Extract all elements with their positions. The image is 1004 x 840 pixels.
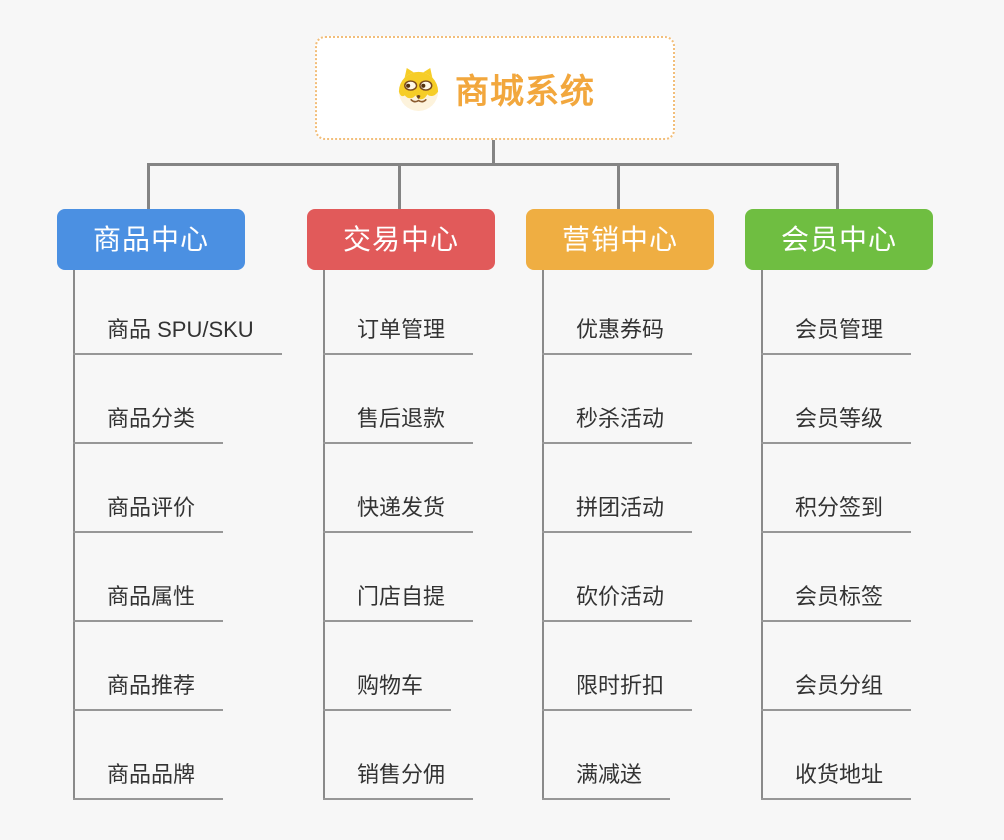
leaf-node[interactable]: 门店自提 — [323, 582, 474, 622]
branch-node-marketing-center[interactable]: 营销中心 — [526, 209, 714, 270]
leaf-node[interactable]: 订单管理 — [323, 315, 474, 355]
root-node[interactable]: 商城系统 — [315, 36, 675, 140]
trunk-trade-center — [323, 268, 325, 800]
root-title: 商城系统 — [455, 72, 595, 111]
branch-node-product-center[interactable]: 商品中心 — [57, 209, 245, 270]
branch-node-trade-center[interactable]: 交易中心 — [307, 209, 495, 270]
leaf-node[interactable]: 优惠券码 — [542, 315, 693, 355]
leaf-node[interactable]: 商品评价 — [73, 493, 224, 533]
doge-icon — [398, 67, 439, 111]
connector-dropper-3 — [617, 163, 620, 212]
leaf-node[interactable]: 会员等级 — [761, 404, 912, 444]
leaf-node[interactable]: 会员标签 — [761, 582, 912, 622]
leaf-node[interactable]: 商品 SPU/SKU — [73, 315, 282, 355]
leaf-node[interactable]: 商品属性 — [73, 582, 224, 622]
leaf-node[interactable]: 积分签到 — [761, 493, 912, 533]
leaf-node[interactable]: 拼团活动 — [542, 493, 693, 533]
leaf-node[interactable]: 收货地址 — [761, 760, 912, 800]
leaf-node[interactable]: 售后退款 — [323, 404, 474, 444]
leaf-node[interactable]: 商品品牌 — [73, 760, 224, 800]
leaf-node[interactable]: 商品分类 — [73, 404, 224, 444]
trunk-product-center — [73, 268, 75, 800]
trunk-marketing-center — [542, 268, 544, 800]
connector-root-stem — [492, 140, 495, 165]
connector-dropper-4 — [836, 163, 839, 212]
leaf-node[interactable]: 满减送 — [542, 760, 671, 800]
leaf-node[interactable]: 限时折扣 — [542, 671, 693, 711]
leaf-node[interactable]: 商品推荐 — [73, 671, 224, 711]
connector-dropper-2 — [398, 163, 401, 212]
leaf-node[interactable]: 会员分组 — [761, 671, 912, 711]
trunk-member-center — [761, 268, 763, 800]
branch-node-member-center[interactable]: 会员中心 — [745, 209, 933, 270]
leaf-node[interactable]: 砍价活动 — [542, 582, 693, 622]
leaf-node[interactable]: 购物车 — [323, 671, 452, 711]
leaf-node[interactable]: 会员管理 — [761, 315, 912, 355]
connector-horizontal — [147, 163, 839, 166]
leaf-node[interactable]: 快递发货 — [323, 493, 474, 533]
leaf-node[interactable]: 销售分佣 — [323, 760, 474, 800]
leaf-node[interactable]: 秒杀活动 — [542, 404, 693, 444]
connector-dropper-1 — [147, 163, 150, 212]
